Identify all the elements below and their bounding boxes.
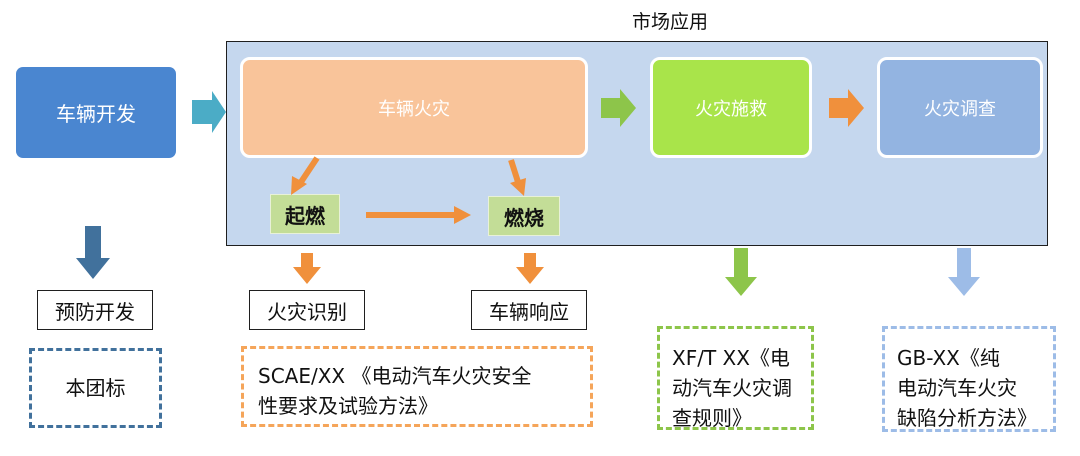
- xf-standard-box: XF/T XX《电 动汽车火灾调 查规则》: [657, 326, 814, 430]
- prevention-development-box: 预防开发: [37, 290, 153, 330]
- right-arrow-icon: [829, 89, 864, 127]
- scae-standard-line: SCAE/XX 《电动汽车火灾安全: [258, 364, 532, 388]
- scae-standard-box: SCAE/XX 《电动汽车火灾安全 性要求及试验方法》: [241, 346, 593, 427]
- burning-phase-box: 燃烧: [488, 196, 560, 236]
- vehicle-fire-stage: 车辆火灾: [240, 57, 588, 158]
- diagonal-arrow-line: [508, 159, 521, 183]
- vehicle-response-box: 车辆响应: [471, 290, 587, 330]
- xf-standard-line: 查规则》: [672, 406, 752, 430]
- diagonal-arrow-line: [298, 156, 320, 184]
- right-arrow-icon: [601, 89, 636, 127]
- down-right-arrow-icon: [510, 178, 526, 196]
- right-arrow-icon: [454, 206, 471, 224]
- market-application-title: 市场应用: [631, 10, 708, 33]
- right-arrow-icon: [192, 91, 226, 133]
- vehicle-development-box: 车辆开发: [16, 67, 176, 158]
- gb-standard-box: GB-XX《纯 电动汽车火灾 缺陷分析方法》: [882, 326, 1056, 432]
- down-arrow-icon: [725, 248, 757, 296]
- gb-standard-line: 电动汽车火灾: [897, 376, 1017, 400]
- gb-standard-line: GB-XX《纯: [897, 346, 1000, 370]
- gb-standard-line: 缺陷分析方法》: [897, 406, 1037, 430]
- ignition-phase-box: 起燃: [270, 194, 340, 234]
- xf-standard-line: 动汽车火灾调: [672, 376, 792, 400]
- xf-standard-line: XF/T XX《电: [672, 346, 790, 370]
- scae-standard-line: 性要求及试验方法》: [258, 394, 438, 418]
- down-arrow-icon: [516, 253, 544, 284]
- down-arrow-icon: [948, 248, 980, 296]
- down-left-arrow-icon: [291, 176, 307, 195]
- team-standard-box: 本团标: [29, 348, 162, 428]
- fire-investigation-stage: 火灾调查: [877, 57, 1043, 158]
- fire-rescue-stage: 火灾施救: [650, 57, 812, 158]
- down-arrow-icon: [293, 253, 321, 284]
- down-arrow-icon: [76, 226, 110, 279]
- fire-identification-box: 火灾识别: [249, 290, 365, 330]
